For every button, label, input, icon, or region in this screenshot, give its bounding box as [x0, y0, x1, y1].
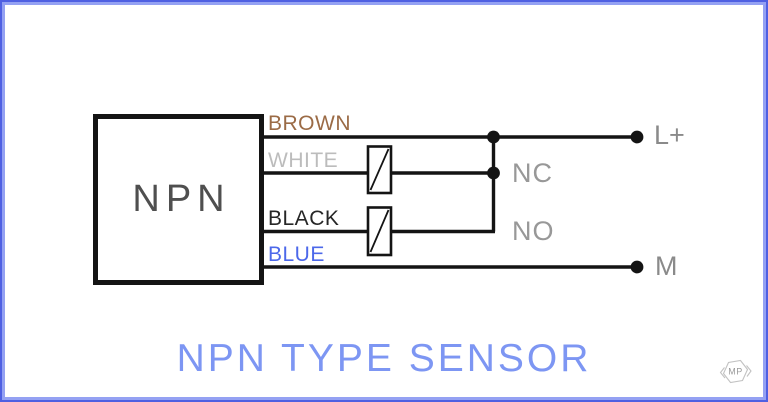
junction-dot-brown — [487, 130, 500, 144]
sensor-label: NPN — [132, 178, 231, 220]
sensor-box: NPN — [93, 114, 264, 285]
terminal-label-m: M — [655, 251, 678, 281]
junction-dot-nc — [487, 166, 500, 180]
nc-contact-diagonal — [369, 148, 390, 191]
contact-label-nc: NC — [512, 158, 553, 188]
terminal-dot-m — [630, 260, 644, 274]
wire-label-white: WHITE — [268, 149, 339, 172]
mp-logo-hexagon-icon — [719, 359, 752, 384]
wire-label-blue: BLUE — [268, 243, 325, 266]
mp-logo: MP — [719, 359, 752, 384]
contact-label-no: NO — [512, 216, 555, 246]
diagram-title: NPN TYPE SENSOR — [176, 337, 592, 380]
terminal-label-lplus: L+ — [654, 120, 685, 150]
mp-logo-text: MP — [728, 367, 743, 377]
wire-label-brown: BROWN — [268, 112, 351, 135]
wire-label-black: BLACK — [268, 207, 340, 230]
wiring-schematic — [259, 130, 644, 274]
no-contact-diagonal — [369, 209, 390, 253]
terminal-dot-lplus — [630, 130, 644, 144]
